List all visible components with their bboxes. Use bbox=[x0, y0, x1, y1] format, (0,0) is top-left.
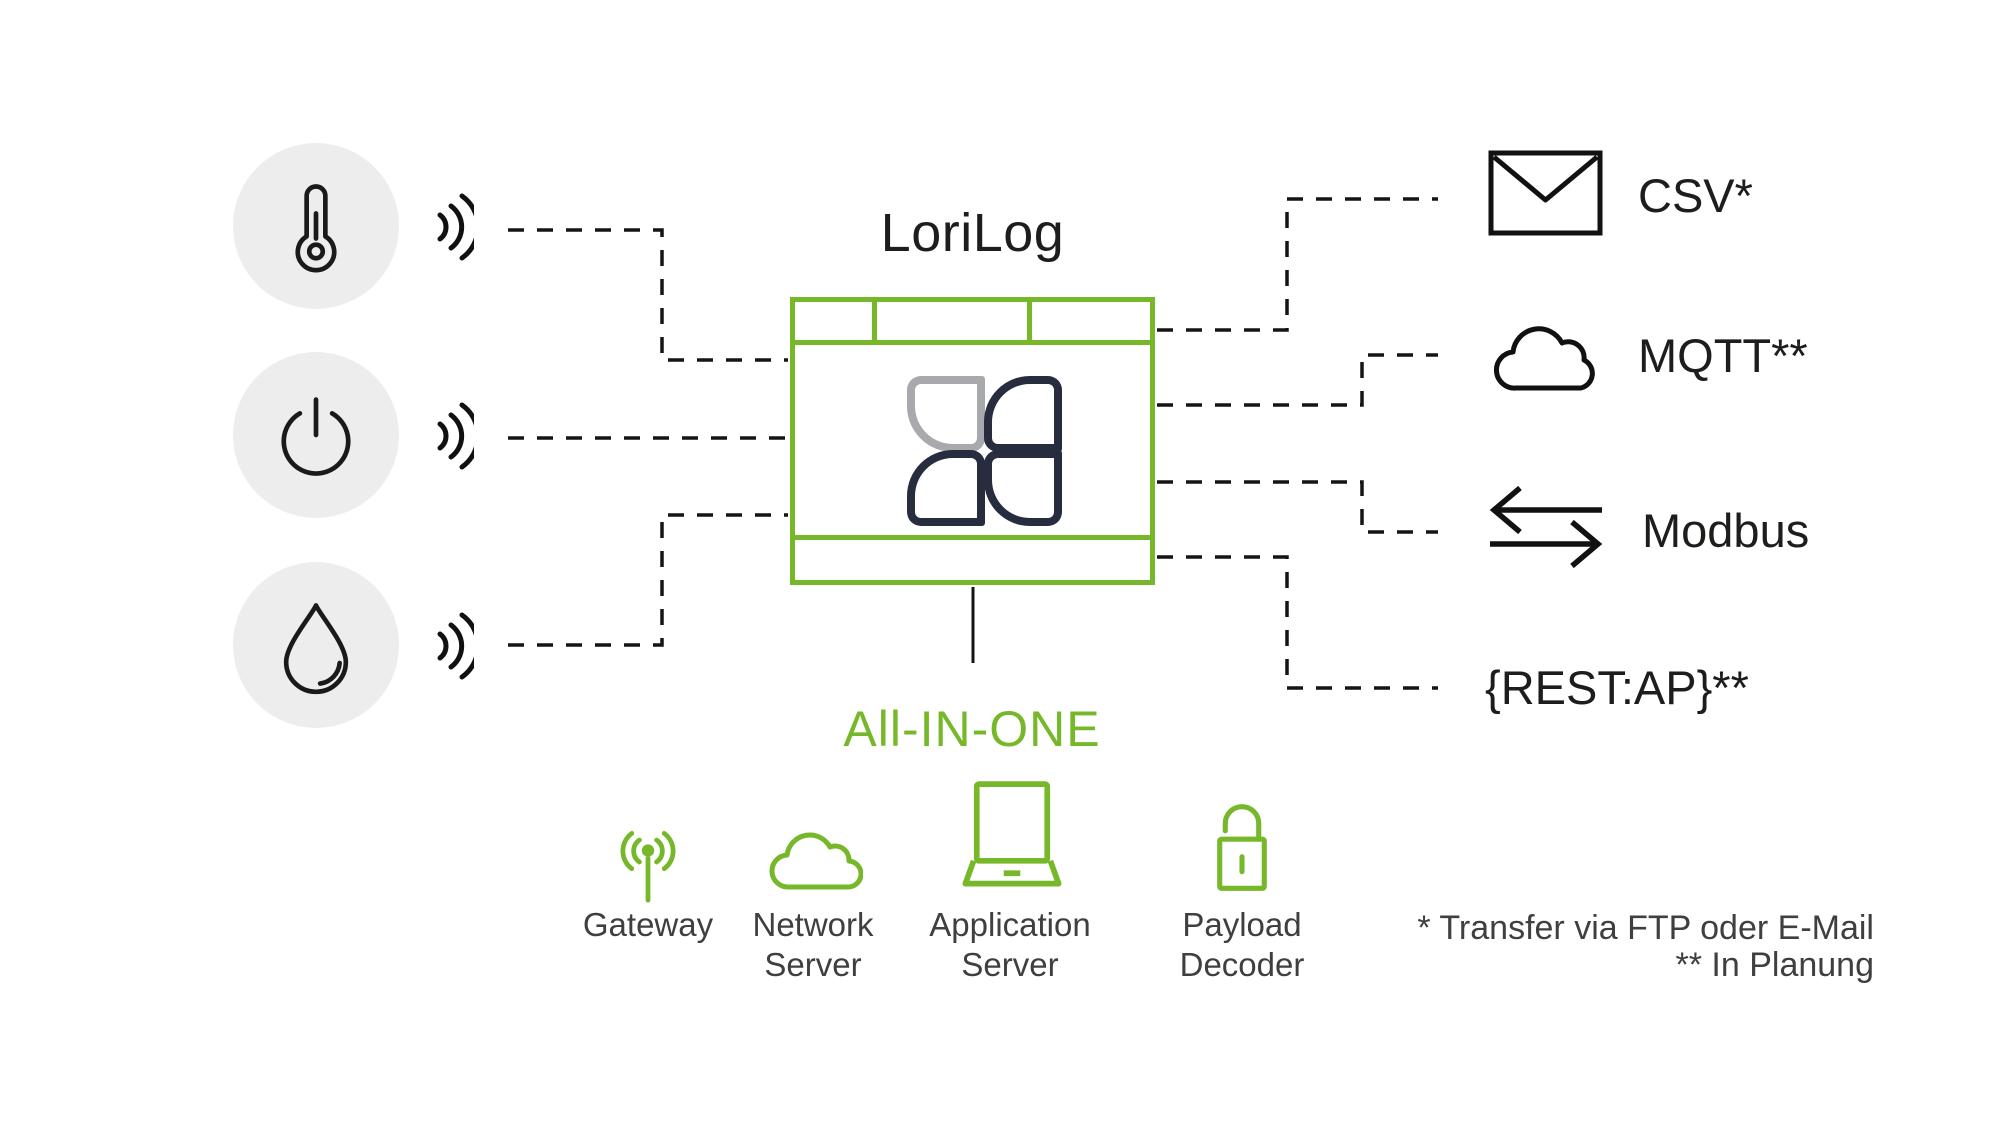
legend-gateway: Gateway bbox=[528, 905, 768, 945]
output-label-rest-api: {REST:AP}** bbox=[1485, 661, 1749, 714]
connector-csv bbox=[1157, 197, 1438, 332]
lorilog-device-box bbox=[790, 297, 1155, 585]
box-port-divider bbox=[1027, 302, 1032, 340]
radio-waves-icon bbox=[437, 402, 474, 470]
device-title: LoriLog bbox=[880, 203, 1065, 263]
connector-mqtt bbox=[1157, 353, 1438, 407]
connector-rest bbox=[1157, 555, 1438, 690]
cloud-icon bbox=[1493, 326, 1595, 391]
connector-temperature bbox=[508, 228, 788, 362]
footnotes: * Transfer via FTP oder E-Mail ** In Pla… bbox=[1417, 910, 1874, 984]
cloud-icon bbox=[769, 832, 863, 890]
radio-waves-icon bbox=[437, 193, 474, 261]
logo-petal-top-right bbox=[984, 376, 1062, 452]
legend-payload-decoder: Payload Decoder bbox=[1122, 905, 1362, 985]
output-label-csv: CSV* bbox=[1638, 169, 1753, 222]
logo-petal-top-left bbox=[907, 376, 985, 452]
legend-line: Network bbox=[752, 906, 874, 943]
transfer-arrows-icon bbox=[1489, 485, 1603, 569]
open-padlock-icon bbox=[1217, 804, 1267, 891]
legend-line: Decoder bbox=[1179, 946, 1305, 983]
laptop-icon bbox=[962, 781, 1062, 887]
envelope-icon bbox=[1488, 150, 1603, 236]
all-in-one-label: All-IN-ONE bbox=[843, 701, 1101, 757]
output-label-mqtt: MQTT** bbox=[1638, 329, 1808, 382]
logo-petal-bottom-right bbox=[984, 450, 1062, 526]
thermometer-icon bbox=[295, 184, 337, 273]
radio-waves-icon bbox=[437, 612, 474, 680]
footnote-in-planung: ** In Planung bbox=[1675, 946, 1875, 984]
box-top-strip-line bbox=[795, 340, 1150, 345]
legend-line: Application bbox=[929, 906, 1091, 943]
logo-petal-bottom-left bbox=[907, 450, 985, 526]
connector-droplet bbox=[508, 513, 788, 647]
box-bottom-strip-line bbox=[795, 535, 1150, 540]
legend-line: Server bbox=[764, 946, 862, 983]
sensor-power bbox=[233, 352, 399, 518]
legend-line: Payload bbox=[1182, 906, 1302, 943]
sensor-temperature bbox=[233, 143, 399, 309]
legend-network-server: Network Server bbox=[693, 905, 933, 985]
legend-line: Gateway bbox=[582, 906, 714, 943]
antenna-icon bbox=[620, 830, 676, 903]
box-port-divider bbox=[872, 302, 877, 340]
droplet-icon bbox=[283, 603, 349, 695]
legend-application-server: Application Server bbox=[890, 905, 1130, 985]
footnote-ftp-email: * Transfer via FTP oder E-Mail bbox=[1417, 909, 1874, 947]
power-icon bbox=[281, 397, 351, 476]
legend-line: Server bbox=[961, 946, 1059, 983]
connector-modbus bbox=[1157, 480, 1438, 534]
sensor-droplet bbox=[233, 562, 399, 728]
output-label-modbus: Modbus bbox=[1642, 504, 1810, 557]
